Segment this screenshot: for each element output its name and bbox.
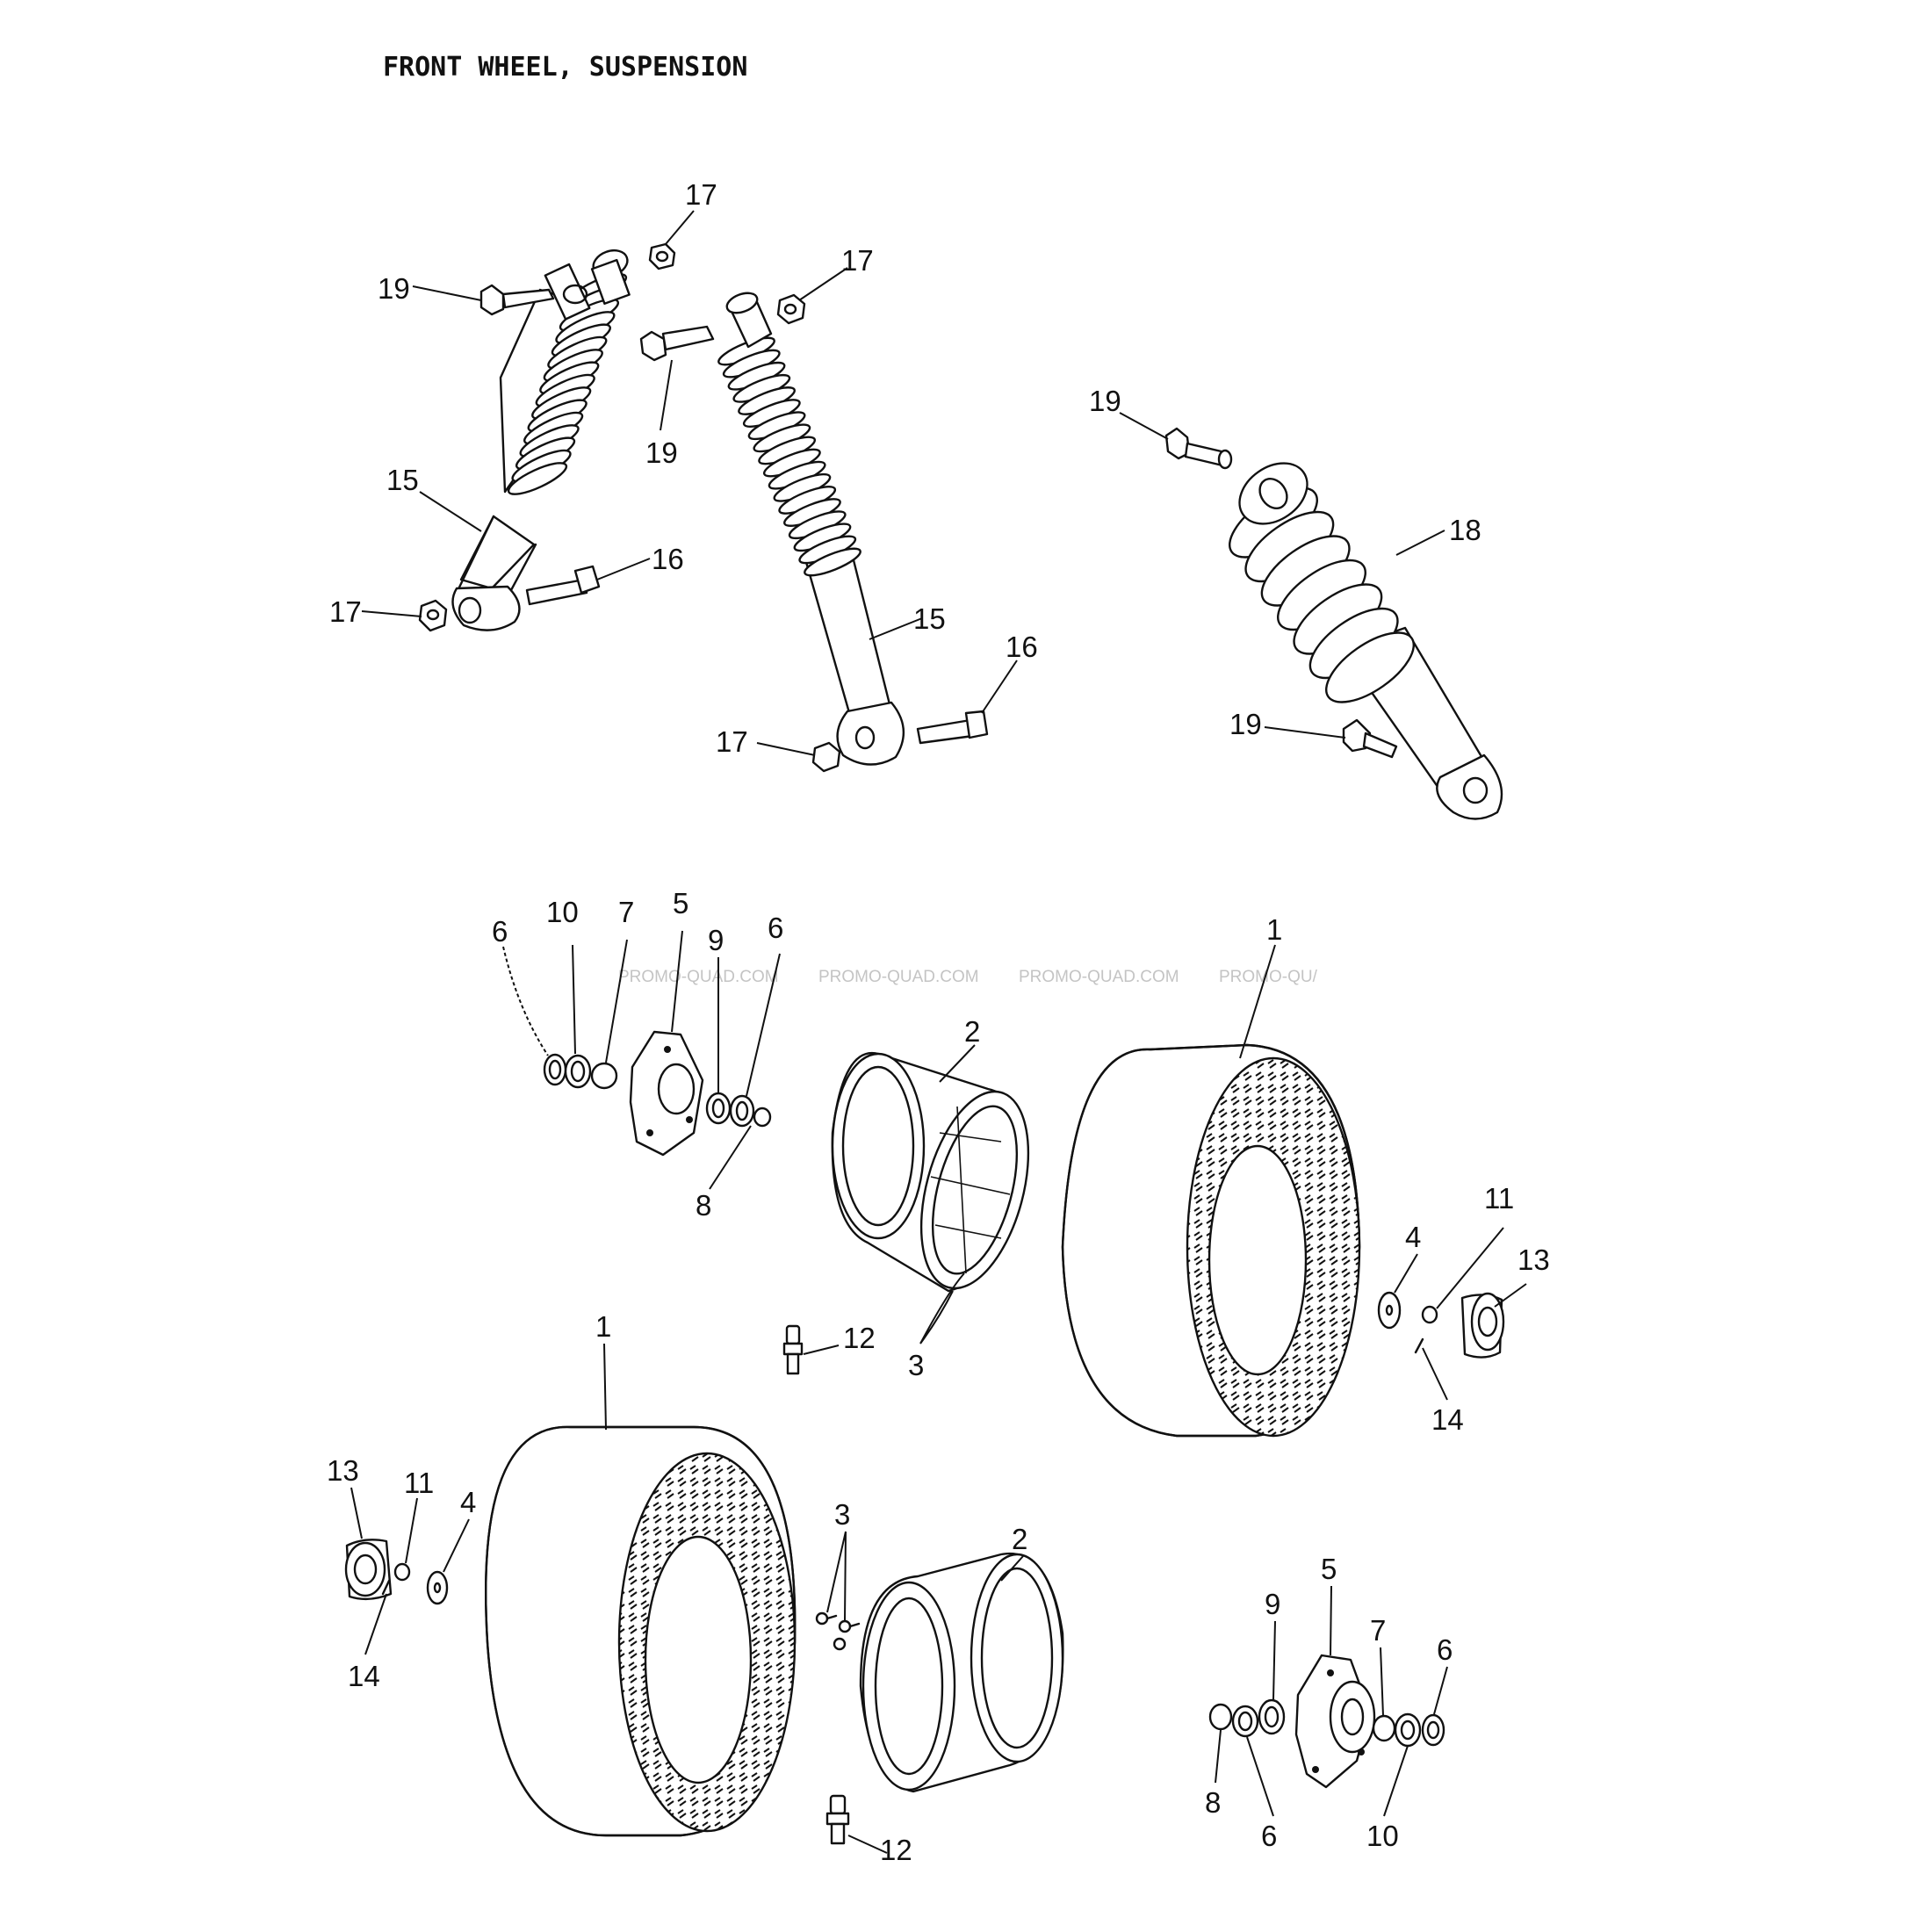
callout-5: 5 — [1321, 1553, 1337, 1585]
callout-6: 6 — [1437, 1633, 1453, 1666]
callout-labels: 17 19 15 16 17 17 19 15 16 17 19 18 19 6… — [327, 178, 1550, 1866]
callout-6: 6 — [492, 915, 508, 948]
callout-11: 11 — [404, 1467, 434, 1499]
watermark-text: PROMO-QUAD.COM — [1019, 968, 1179, 986]
callout-17: 17 — [329, 595, 362, 628]
callout-14: 14 — [348, 1660, 380, 1692]
tire-icon — [1061, 1043, 1361, 1438]
shock-absorber-icon — [451, 249, 631, 631]
tire-icon — [485, 1425, 797, 1837]
bolt-icon — [1342, 718, 1398, 759]
callout-1: 1 — [1266, 913, 1282, 946]
callout-13: 13 — [1517, 1244, 1550, 1276]
nut-icon — [811, 741, 841, 773]
spring-coil — [1325, 631, 1415, 703]
callout-19: 19 — [645, 436, 678, 469]
callout-2: 2 — [1012, 1523, 1027, 1555]
rim-icon — [831, 1051, 1030, 1293]
callout-10: 10 — [1366, 1820, 1399, 1852]
callout-13: 13 — [327, 1454, 359, 1487]
callout-16: 16 — [1006, 631, 1038, 663]
valve-icon — [782, 1324, 804, 1375]
callout-9: 9 — [1265, 1588, 1280, 1620]
cap-icon — [1460, 1292, 1505, 1359]
leader-lines — [350, 210, 1527, 1854]
nut-icon — [393, 1562, 411, 1582]
bolt-icon — [639, 325, 715, 362]
rim-icon — [859, 1552, 1064, 1793]
callout-12: 12 — [880, 1834, 912, 1866]
callout-15: 15 — [913, 602, 946, 635]
callout-8: 8 — [1205, 1786, 1221, 1819]
bolt-icon — [1164, 427, 1233, 470]
callout-3: 3 — [834, 1498, 850, 1531]
nut-icon — [648, 242, 676, 270]
callout-3: 3 — [908, 1349, 924, 1381]
callout-15: 15 — [386, 464, 419, 496]
callout-18: 18 — [1449, 514, 1481, 546]
callout-1: 1 — [595, 1310, 611, 1343]
washer-icon — [1377, 1291, 1402, 1330]
spring-coil — [507, 462, 568, 495]
hub-icon — [1208, 1654, 1445, 1789]
spring-coil — [804, 547, 861, 577]
watermark: PROMO-QUAD.COM PROMO-QUAD.COM PROMO-QUAD… — [618, 968, 1318, 986]
valve-icon — [825, 1794, 850, 1845]
bolt-icon — [815, 1611, 861, 1651]
washer-icon — [426, 1570, 449, 1605]
watermark-text: PROMO-QUAD.COM — [818, 968, 979, 986]
shock-absorber-icon — [717, 292, 905, 766]
callout-6: 6 — [1261, 1820, 1277, 1852]
cap-icon — [344, 1539, 393, 1601]
callout-4: 4 — [1405, 1221, 1421, 1253]
callout-2: 2 — [964, 1015, 980, 1048]
callout-19: 19 — [378, 272, 410, 305]
nut-icon — [1421, 1305, 1438, 1324]
watermark-text: PROMO-QUAD.COM — [618, 968, 779, 986]
nut-icon — [776, 293, 806, 325]
callout-19: 19 — [1089, 385, 1121, 417]
hub-icon — [543, 1030, 772, 1157]
callout-14: 14 — [1431, 1403, 1464, 1436]
page-title: FRONT WHEEL, SUSPENSION — [383, 52, 747, 83]
callout-6: 6 — [768, 912, 783, 944]
callout-17: 17 — [685, 178, 717, 211]
callout-12: 12 — [843, 1322, 876, 1354]
bolt-icon — [479, 284, 555, 316]
callout-9: 9 — [708, 924, 724, 956]
callout-7: 7 — [1370, 1614, 1386, 1647]
nut-icon — [418, 599, 448, 632]
callout-16: 16 — [652, 543, 684, 575]
callout-4: 4 — [460, 1486, 476, 1518]
callout-11: 11 — [1484, 1182, 1514, 1215]
bolt-icon — [525, 565, 601, 606]
callout-19: 19 — [1229, 708, 1262, 740]
pin-icon — [1414, 1337, 1424, 1354]
callout-10: 10 — [546, 896, 579, 928]
coil-spring-shock-icon — [1229, 462, 1503, 820]
watermark-text: PROMO-QU/ — [1219, 968, 1318, 986]
pin-icon — [381, 1579, 391, 1596]
callout-17: 17 — [841, 244, 874, 277]
callout-17: 17 — [716, 725, 748, 758]
callout-7: 7 — [618, 896, 634, 928]
callout-5: 5 — [673, 887, 688, 919]
bolt-icon — [916, 710, 989, 745]
callout-8: 8 — [696, 1189, 711, 1222]
